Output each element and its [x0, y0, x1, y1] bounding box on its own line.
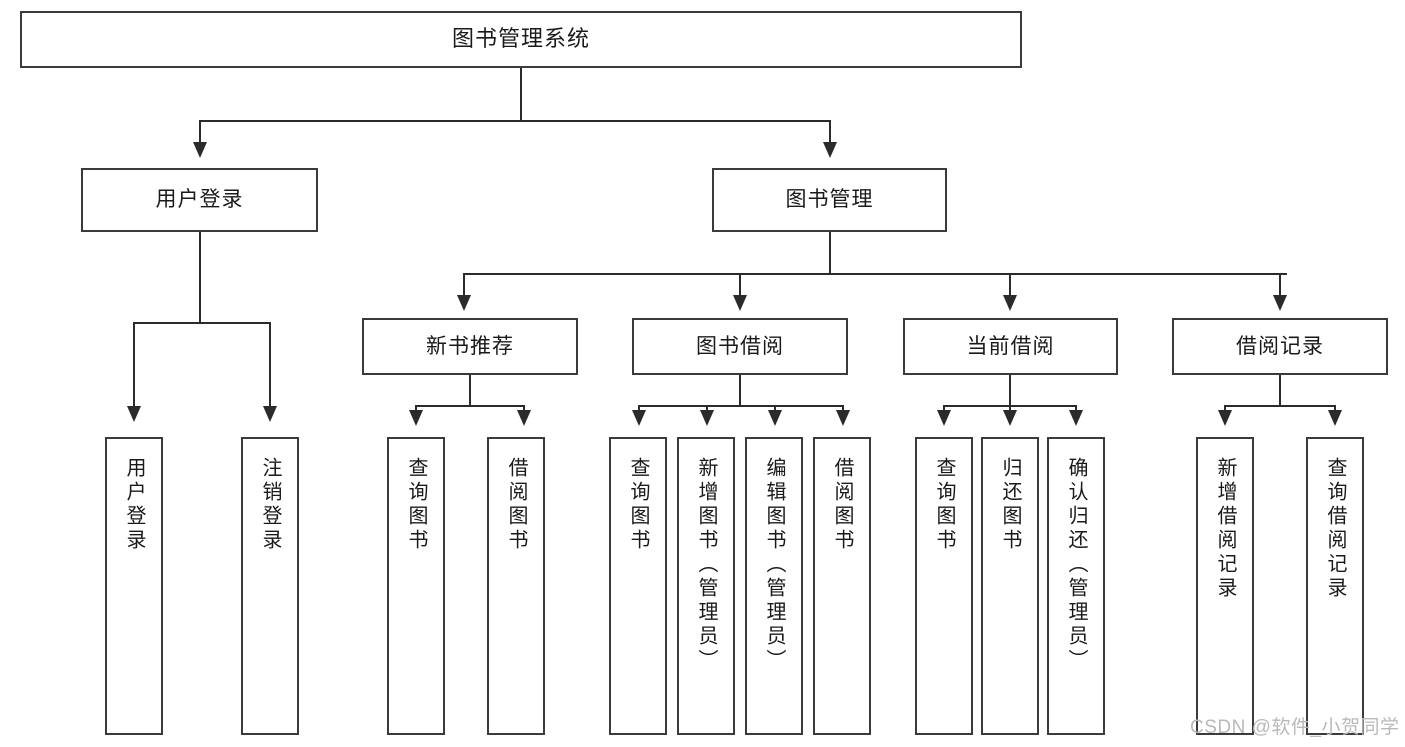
leaf-book-borrow-borrow-book[interactable]: 借阅图书: [813, 437, 871, 735]
arrow-root-to-book-management: [823, 142, 837, 158]
node-label: 图书借阅: [696, 334, 784, 358]
arrow-new-book-leaf-2: [517, 410, 531, 426]
node-book-borrow[interactable]: 图书借阅: [632, 318, 848, 375]
leaf-current-borrow-confirm-return-admin[interactable]: 确认归还（管理员）: [1047, 437, 1105, 735]
arrow-book-borrow-leaf-3: [768, 410, 782, 426]
leaf-label: 归还图书: [999, 457, 1021, 553]
connector-root-to-user-login: [199, 120, 201, 146]
arrow-current-borrow-leaf-2: [1003, 410, 1017, 426]
node-label: 借阅记录: [1236, 334, 1324, 358]
leaf-book-borrow-query-book[interactable]: 查询图书: [609, 437, 667, 735]
leaf-label: 查询图书: [405, 457, 427, 553]
connector-root-stem: [520, 68, 522, 121]
arrow-bm-to-book-borrow: [733, 295, 747, 311]
leaf-label: 查询图书: [933, 457, 955, 553]
node-label: 图书管理: [785, 188, 874, 212]
node-new-book-recommend[interactable]: 新书推荐: [362, 318, 578, 375]
leaf-new-book-query-book[interactable]: 查询图书: [387, 437, 445, 735]
leaf-label: 新增借阅记录: [1214, 457, 1236, 601]
arrow-current-borrow-leaf-1: [937, 410, 951, 426]
connector-user-login-split-bar: [133, 322, 269, 324]
connector-book-management-split-bar: [463, 273, 1287, 275]
leaf-borrow-record-add-record[interactable]: 新增借阅记录: [1196, 437, 1254, 735]
node-label: 当前借阅: [966, 334, 1055, 358]
leaf-label: 确认归还（管理员）: [1065, 457, 1087, 673]
arrow-current-borrow-leaf-3: [1069, 410, 1083, 426]
arrow-book-borrow-leaf-4: [836, 410, 850, 426]
leaf-user-login-logout[interactable]: 注销登录: [241, 437, 299, 735]
leaf-user-login-login[interactable]: 用户登录: [105, 437, 163, 735]
leaf-label: 用户登录: [123, 457, 145, 553]
arrow-bm-to-borrow-record: [1273, 295, 1287, 311]
connector-book-management-stem: [829, 232, 831, 274]
arrow-borrow-record-leaf-2: [1328, 410, 1342, 426]
connector-bm-to-borrow-record: [1279, 273, 1281, 299]
node-borrow-record[interactable]: 借阅记录: [1172, 318, 1388, 375]
node-label: 用户登录: [155, 188, 244, 212]
leaf-label: 借阅图书: [831, 457, 853, 553]
connector-borrow-record-split-bar: [1224, 405, 1336, 407]
connector-user-login-left-drop: [133, 322, 135, 410]
leaf-label: 注销登录: [259, 457, 281, 553]
connector-current-borrow-stem: [1009, 375, 1011, 406]
connector-book-borrow-stem: [739, 375, 741, 406]
connector-bm-to-book-borrow: [739, 273, 741, 299]
connector-new-book-stem: [469, 375, 471, 406]
connector-root-split-bar: [199, 120, 831, 122]
connector-bm-to-current-borrow: [1009, 273, 1011, 299]
connector-user-login-stem: [199, 232, 201, 323]
leaf-label: 编辑图书（管理员）: [763, 457, 785, 673]
arrow-borrow-record-leaf-1: [1218, 410, 1232, 426]
leaf-label: 新增图书（管理员）: [695, 457, 717, 673]
leaf-current-borrow-query-book[interactable]: 查询图书: [915, 437, 973, 735]
leaf-label: 借阅图书: [505, 457, 527, 553]
connector-user-login-right-drop: [269, 322, 271, 410]
node-root-book-management-system[interactable]: 图书管理系统: [20, 11, 1022, 68]
node-label: 新书推荐: [426, 334, 514, 358]
arrow-book-borrow-leaf-1: [632, 410, 646, 426]
connector-new-book-split-bar: [415, 405, 525, 407]
connector-bm-to-new-book: [463, 273, 465, 299]
arrow-book-borrow-leaf-2: [700, 410, 714, 426]
arrow-bm-to-current-borrow: [1003, 295, 1017, 311]
node-current-borrow[interactable]: 当前借阅: [903, 318, 1118, 375]
arrow-user-login-leaf-2: [263, 406, 277, 422]
leaf-book-borrow-edit-book-admin[interactable]: 编辑图书（管理员）: [745, 437, 803, 735]
node-label: 图书管理系统: [451, 26, 590, 52]
connector-book-borrow-split-bar: [638, 405, 844, 407]
node-book-management[interactable]: 图书管理: [712, 168, 947, 232]
leaf-new-book-borrow-book[interactable]: 借阅图书: [487, 437, 545, 735]
connector-root-to-book-management: [829, 120, 831, 146]
leaf-borrow-record-query-record[interactable]: 查询借阅记录: [1306, 437, 1364, 735]
arrow-bm-to-new-book: [457, 295, 471, 311]
arrow-root-to-user-login: [193, 142, 207, 158]
leaf-current-borrow-return-book[interactable]: 归还图书: [981, 437, 1039, 735]
arrow-user-login-leaf-1: [127, 406, 141, 422]
leaf-book-borrow-add-book-admin[interactable]: 新增图书（管理员）: [677, 437, 735, 735]
connector-borrow-record-stem: [1279, 375, 1281, 406]
leaf-label: 查询借阅记录: [1324, 457, 1346, 601]
arrow-new-book-leaf-1: [409, 410, 423, 426]
leaf-label: 查询图书: [627, 457, 649, 553]
node-user-login[interactable]: 用户登录: [81, 168, 318, 232]
